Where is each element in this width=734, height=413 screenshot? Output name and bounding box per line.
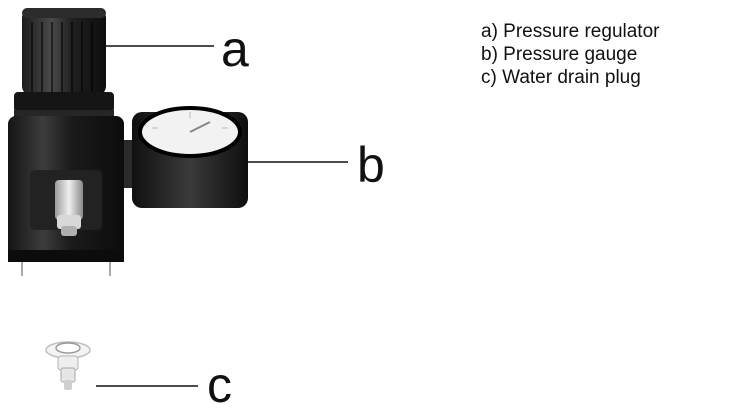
legend-item-water-drain-plug: c) Water drain plug <box>481 67 641 88</box>
legend-item-pressure-regulator: a) Pressure regulator <box>481 21 660 42</box>
callout-letter-a: a <box>221 21 249 77</box>
legend-item-pressure-gauge: b) Pressure gauge <box>481 44 638 65</box>
callout-letter-c: c <box>207 357 232 413</box>
pressure-gauge <box>132 106 248 208</box>
water-drain-plug <box>45 341 91 390</box>
parts-legend: a) Pressure regulator b) Pressure gauge … <box>481 20 659 89</box>
callout-letter-b: b <box>357 137 385 193</box>
inlet-fitting <box>55 180 83 220</box>
regulator-knob <box>22 8 106 96</box>
pressure-regulator <box>8 8 140 276</box>
